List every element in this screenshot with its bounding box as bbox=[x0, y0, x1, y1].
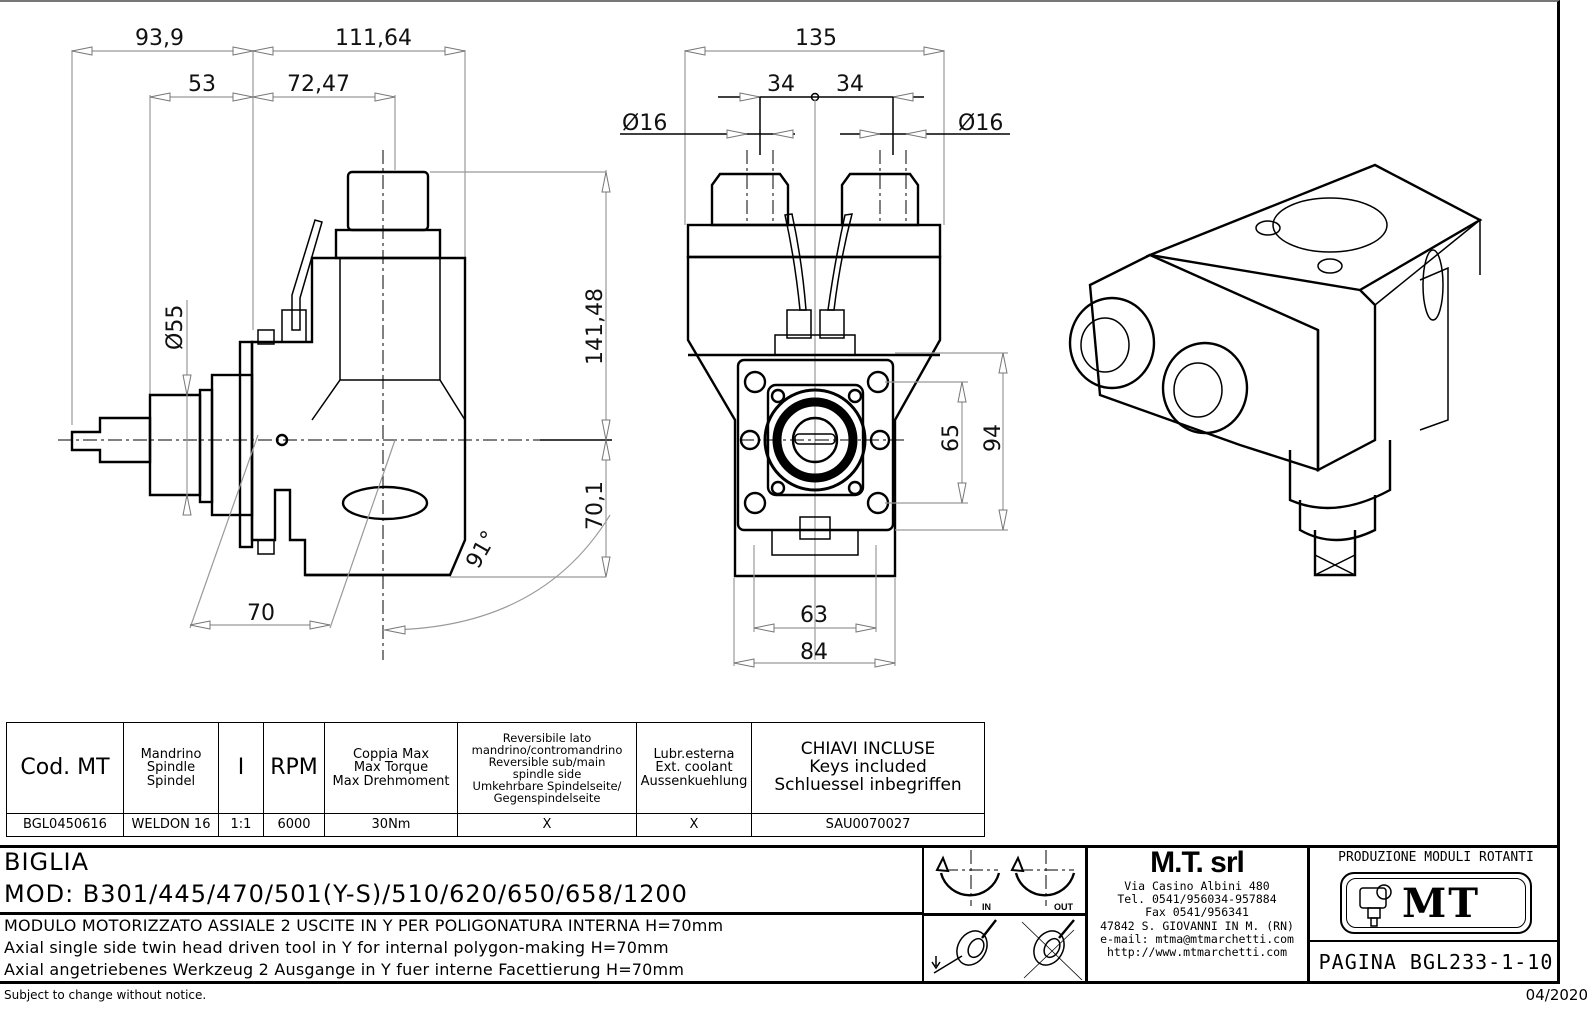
dim-base-inner-63: 63 bbox=[800, 603, 828, 628]
cell-keys: SAU0070027 bbox=[751, 813, 985, 837]
header-cod-mt: Cod. MT bbox=[6, 722, 124, 814]
dim-angle-91: 91° bbox=[462, 527, 503, 573]
change-notice: Subject to change without notice. bbox=[4, 988, 207, 1002]
dim-diameter-55: Ø55 bbox=[163, 305, 188, 350]
spec-table: Cod. MT Mandrino Spindle Spindel I RPM C… bbox=[6, 722, 985, 837]
isometric-view bbox=[1068, 163, 1483, 577]
title-block-vdivider-3 bbox=[1307, 845, 1310, 983]
dim-height-upper: 141,48 bbox=[583, 288, 608, 365]
rotation-out-icon bbox=[1010, 850, 1076, 906]
description-german: Axial angetriebenes Werkzeug 2 Ausgange … bbox=[4, 960, 685, 979]
dim-spindle-offset-left: 34 bbox=[767, 72, 795, 97]
dim-overall-right: 111,64 bbox=[335, 26, 412, 51]
manufacturer-label: BIGLIA bbox=[4, 848, 90, 876]
header-ratio: I bbox=[218, 722, 264, 814]
header-keys: CHIAVI INCLUSE Keys included Schluessel … bbox=[751, 722, 985, 814]
company-tel: Tel. 0541/956034-957884 bbox=[1117, 892, 1277, 907]
dim-width-135: 135 bbox=[795, 26, 837, 51]
title-block-vdivider-1 bbox=[922, 845, 924, 983]
revision-date: 04/2020 bbox=[1525, 986, 1588, 1004]
wrench-out-icon bbox=[1021, 919, 1083, 980]
dim-inner-right: 72,47 bbox=[287, 72, 350, 97]
rotation-in-icon bbox=[935, 850, 1001, 906]
cell-torque: 30Nm bbox=[324, 813, 458, 837]
mt-logo: MT bbox=[1340, 872, 1532, 934]
rotation-divider bbox=[924, 913, 1086, 916]
company-name: M.T. srl bbox=[1150, 846, 1245, 879]
dim-flange-outer-94: 94 bbox=[981, 424, 1006, 452]
header-rpm: RPM bbox=[263, 722, 325, 814]
header-spindle: Mandrino Spindle Spindel bbox=[123, 722, 219, 814]
wrench-in-icon bbox=[931, 919, 997, 974]
rotation-direction-panel: IN OUT bbox=[931, 850, 1083, 980]
dim-diameter-16-right: Ø16 bbox=[958, 111, 1003, 136]
dim-spindle-offset-right: 34 bbox=[836, 72, 864, 97]
spec-table-header-row: Cod. MT Mandrino Spindle Spindel I RPM C… bbox=[6, 722, 985, 814]
header-reversible: Reversibile lato mandrino/contromandrino… bbox=[457, 722, 637, 814]
company-city: 47842 S. GIOVANNI IN M. (RN) bbox=[1100, 918, 1294, 933]
rotation-in-label: IN bbox=[982, 902, 991, 912]
logo-text: MT bbox=[1402, 880, 1481, 927]
page-number: PAGINA BGL233-1-10 bbox=[1318, 950, 1554, 974]
model-list: MOD: B301/445/470/501(Y-S)/510/620/650/6… bbox=[4, 880, 688, 908]
title-block-top-border bbox=[0, 845, 1560, 848]
company-fax: Fax 0541/956341 bbox=[1145, 905, 1249, 920]
spec-table-row: BGL0450616 WELDON 16 1:1 6000 30Nm X X S… bbox=[6, 813, 985, 837]
dim-inner-left: 53 bbox=[188, 72, 216, 97]
drawing-frame bbox=[0, 0, 1560, 983]
cell-ratio: 1:1 bbox=[218, 813, 264, 837]
cell-reversible: X bbox=[457, 813, 637, 837]
production-label: PRODUZIONE MODULI ROTANTI bbox=[1338, 850, 1534, 865]
description-english: Axial single side twin head driven tool … bbox=[4, 938, 669, 957]
company-address: Via Casino Albini 480 bbox=[1124, 879, 1270, 893]
cell-coolant: X bbox=[636, 813, 752, 837]
header-torque: Coppia Max Max Torque Max Drehmoment bbox=[324, 722, 458, 814]
side-view: 93,9 111,64 53 72,47 Ø55 bbox=[58, 26, 611, 660]
dim-overall-left: 93,9 bbox=[135, 26, 184, 51]
cell-code: BGL0450616 bbox=[6, 813, 124, 837]
cell-spindle: WELDON 16 bbox=[123, 813, 219, 837]
logo-inner-border bbox=[1346, 878, 1526, 928]
title-block-divider bbox=[0, 912, 924, 915]
rotation-out-label: OUT bbox=[1054, 902, 1074, 912]
dim-height-lower: 70,1 bbox=[583, 481, 608, 530]
front-view: 135 34 34 Ø16 Ø16 bbox=[430, 26, 1010, 668]
dim-flange-inner-65: 65 bbox=[939, 424, 964, 452]
tool-icon bbox=[1359, 884, 1392, 927]
title-block-bottom-border bbox=[0, 981, 1560, 984]
cell-rpm: 6000 bbox=[263, 813, 325, 837]
dim-diameter-16-left: Ø16 bbox=[622, 111, 667, 136]
company-info: M.T. srl Via Casino Albini 480 Tel. 0541… bbox=[1090, 846, 1304, 959]
title-block-vdivider-2 bbox=[1085, 845, 1088, 983]
company-email[interactable]: e-mail: mtma@mtmarchetti.com bbox=[1100, 931, 1294, 946]
header-coolant: Lubr.esterna Ext. coolant Aussenkuehlung bbox=[636, 722, 752, 814]
page-divider bbox=[1309, 940, 1560, 942]
description-italian: MODULO MOTORIZZATO ASSIALE 2 USCITE IN Y… bbox=[4, 916, 724, 935]
dim-offset-70: 70 bbox=[247, 601, 275, 626]
company-website[interactable]: http://www.mtmarchetti.com bbox=[1106, 945, 1287, 960]
dim-base-outer-84: 84 bbox=[800, 640, 828, 665]
